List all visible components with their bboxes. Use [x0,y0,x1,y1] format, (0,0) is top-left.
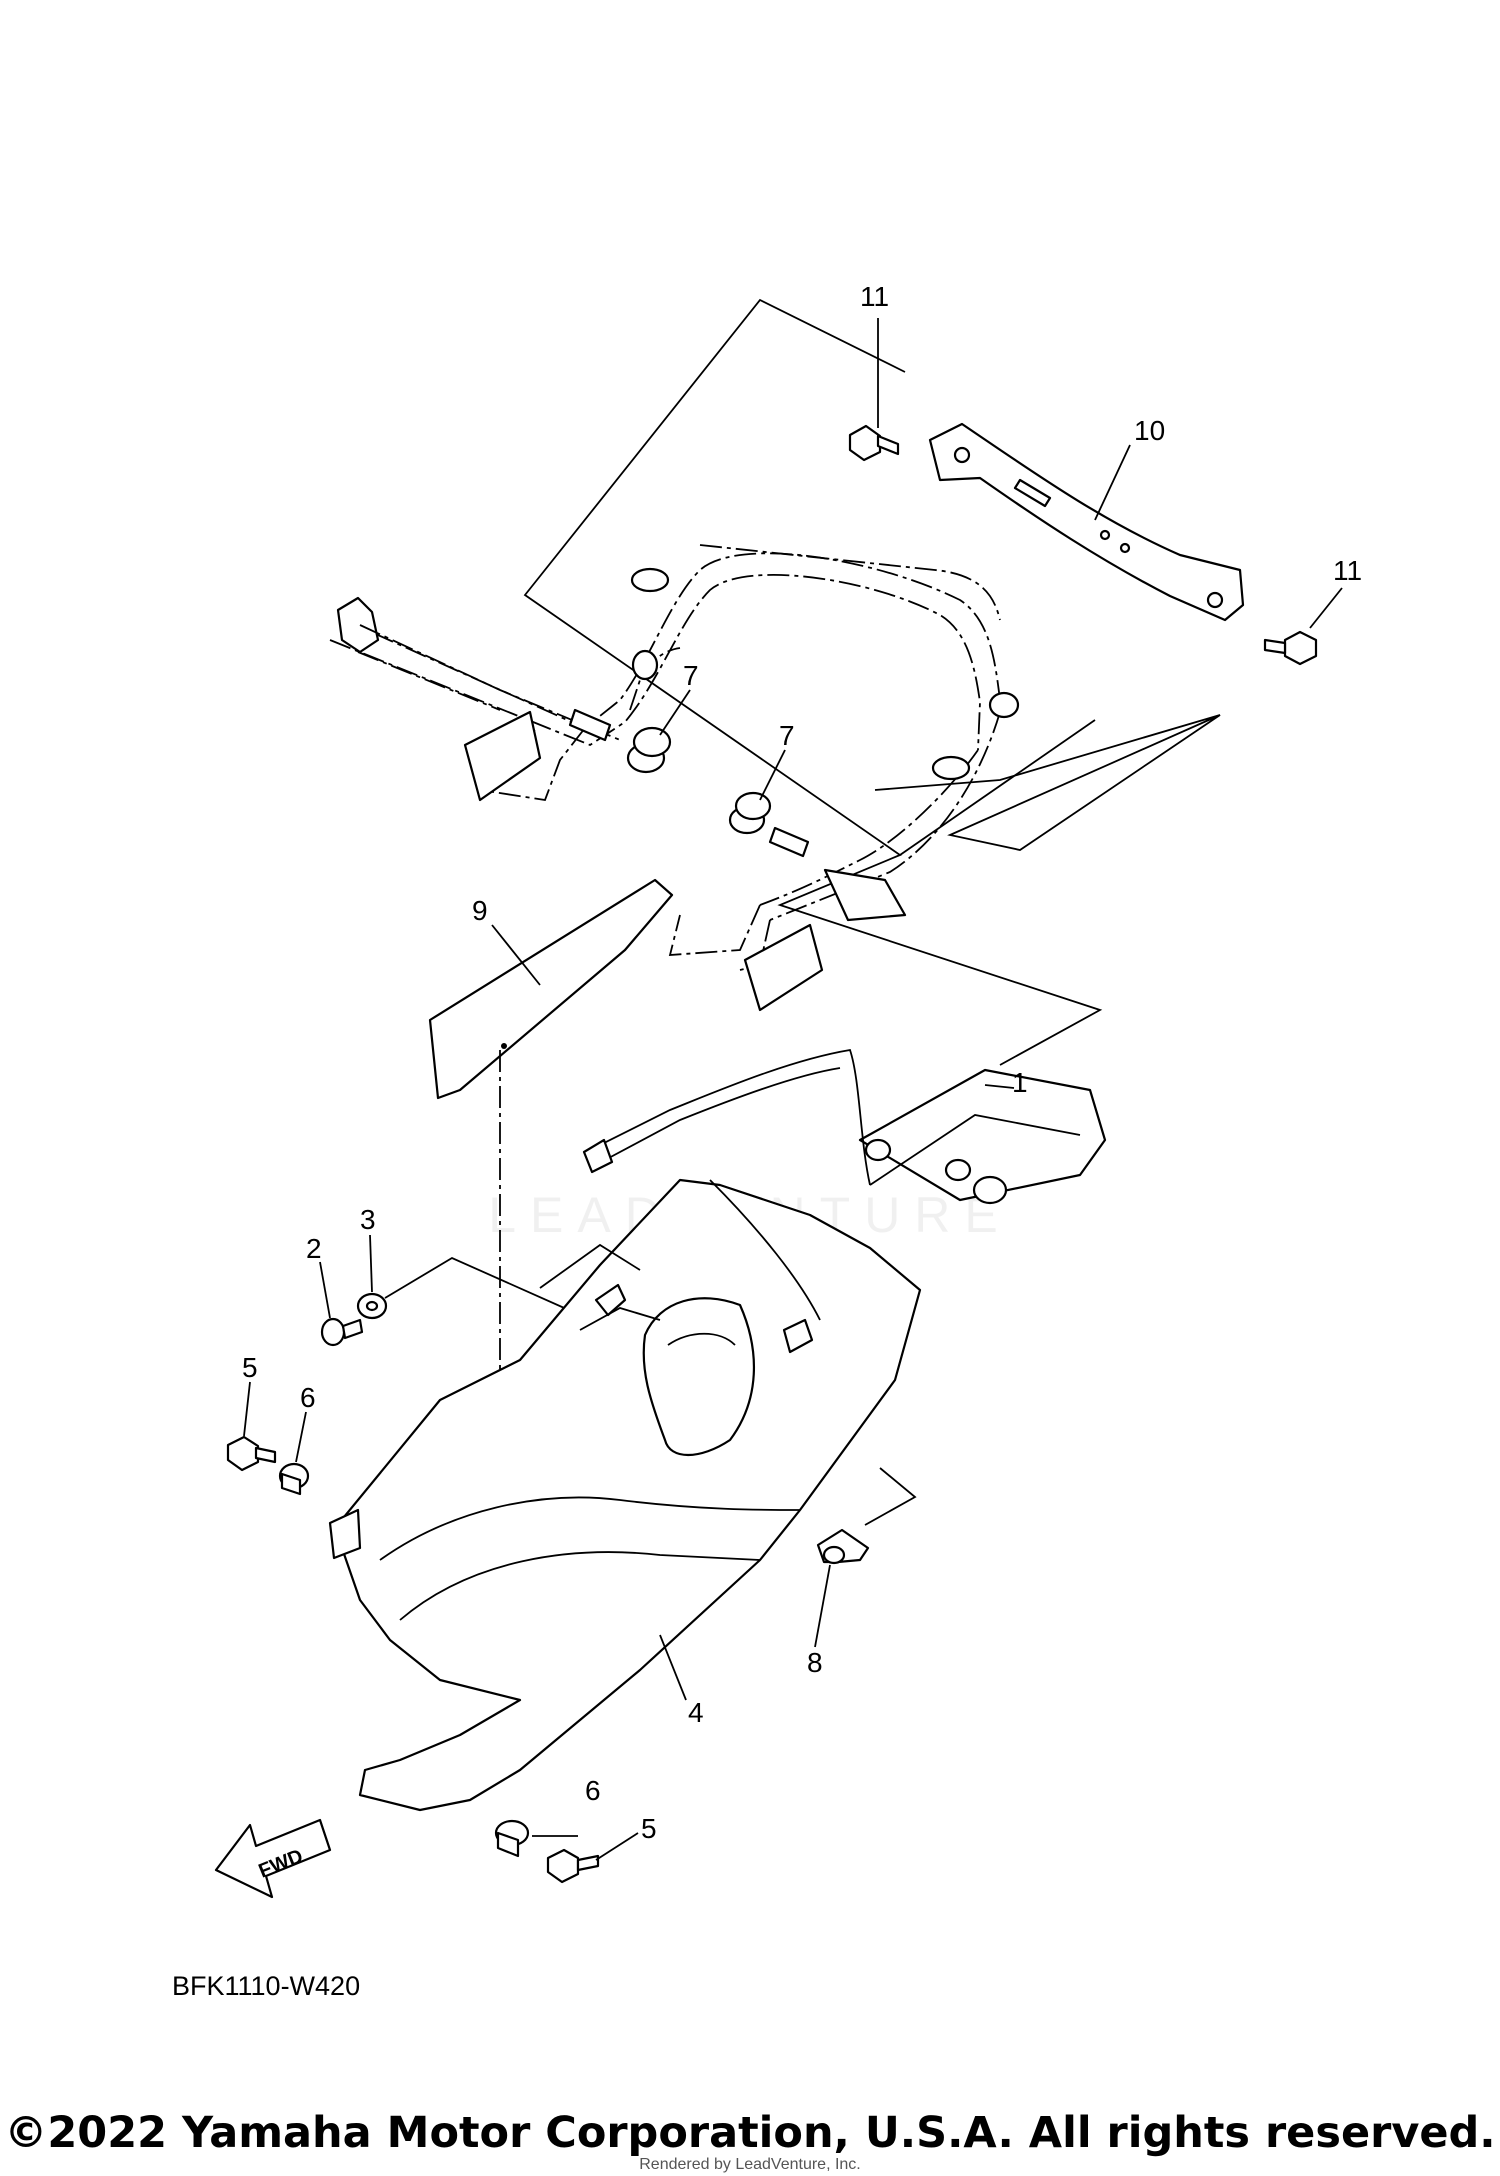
callout-7-right: 7 [779,720,795,751]
callout-7-left: 7 [683,660,699,691]
diagram-code: BFK1110-W420 [172,1971,360,2001]
fwd-arrow-icon: FWD [214,1818,332,1899]
washer-part-3 [356,1292,388,1320]
bolt-part-11-upper [848,424,900,462]
callout-5-lower: 5 [641,1813,657,1844]
rendered-by-notice: Rendered by LeadVenture, Inc. [639,2156,861,2173]
callout-1: 1 [1012,1067,1028,1098]
callout-3: 3 [360,1204,376,1235]
callout-11-right: 11 [1333,555,1362,586]
rear-fender-part-4 [328,1178,922,1812]
clip-part-8 [816,1528,870,1565]
rear-frame [329,544,1020,1012]
callouts: 1 2 3 4 5 6 5 6 7 7 8 9 10 11 11 [242,281,1362,1844]
grommet-part-7-right [728,791,772,835]
projection-plane-lower [384,1256,917,1526]
bolt-part-5-lower [546,1848,600,1884]
copyright-notice: ©2022 Yamaha Motor Corporation, U.S.A. A… [4,2108,1496,2158]
bolt-part-11-right [1263,630,1318,666]
projection-plane-middle [874,714,1221,851]
callout-2: 2 [306,1233,322,1264]
callout-10: 10 [1134,415,1165,446]
tail-light-part-1 [582,1048,1107,1205]
collar-part-6-lower [494,1819,530,1858]
callout-6-lower: 6 [585,1775,601,1806]
screw-part-2 [320,1317,364,1347]
leader-lines [243,318,1343,1861]
callout-5-upper: 5 [242,1352,258,1383]
callout-6-upper: 6 [300,1382,316,1413]
bolt-part-5-upper [226,1435,277,1472]
grommet-part-7-left [626,726,672,774]
collar-part-6-upper [278,1462,310,1496]
callout-4: 4 [688,1697,704,1728]
projection-plane-upper [523,298,1103,1066]
callout-11-top: 11 [860,281,889,312]
bracket-part-10 [928,422,1245,622]
callout-8: 8 [807,1647,823,1678]
callout-9: 9 [472,895,488,926]
